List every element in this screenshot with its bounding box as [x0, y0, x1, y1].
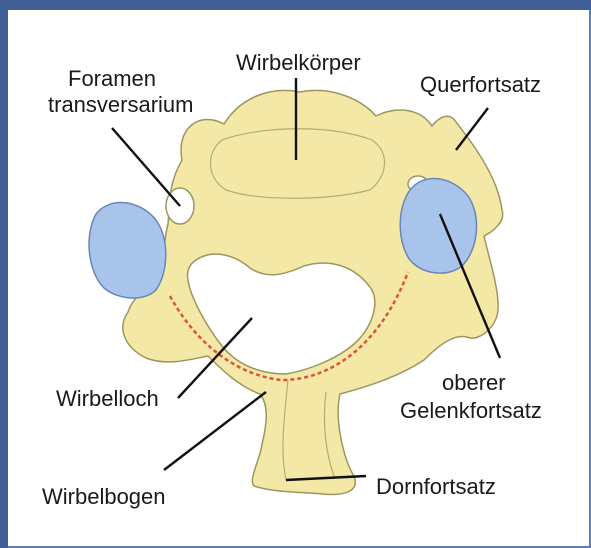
label-oberer: oberer — [442, 370, 506, 396]
label-gelenkfortsatz: Gelenkfortsatz — [400, 398, 542, 424]
label-wirbelloch: Wirbelloch — [56, 386, 159, 412]
label-wirbelkoerper: Wirbelkörper — [236, 50, 361, 76]
label-transversarium: transversarium — [48, 92, 193, 118]
label-foramen: Foramen — [68, 66, 156, 92]
label-dornfortsatz: Dornfortsatz — [376, 474, 496, 500]
label-wirbelbogen: Wirbelbogen — [42, 484, 166, 510]
label-querfortsatz: Querfortsatz — [420, 72, 541, 98]
left-articular-surface — [89, 203, 166, 299]
left-band — [0, 0, 8, 548]
top-band — [0, 0, 591, 10]
right-articular-surface — [400, 179, 476, 274]
